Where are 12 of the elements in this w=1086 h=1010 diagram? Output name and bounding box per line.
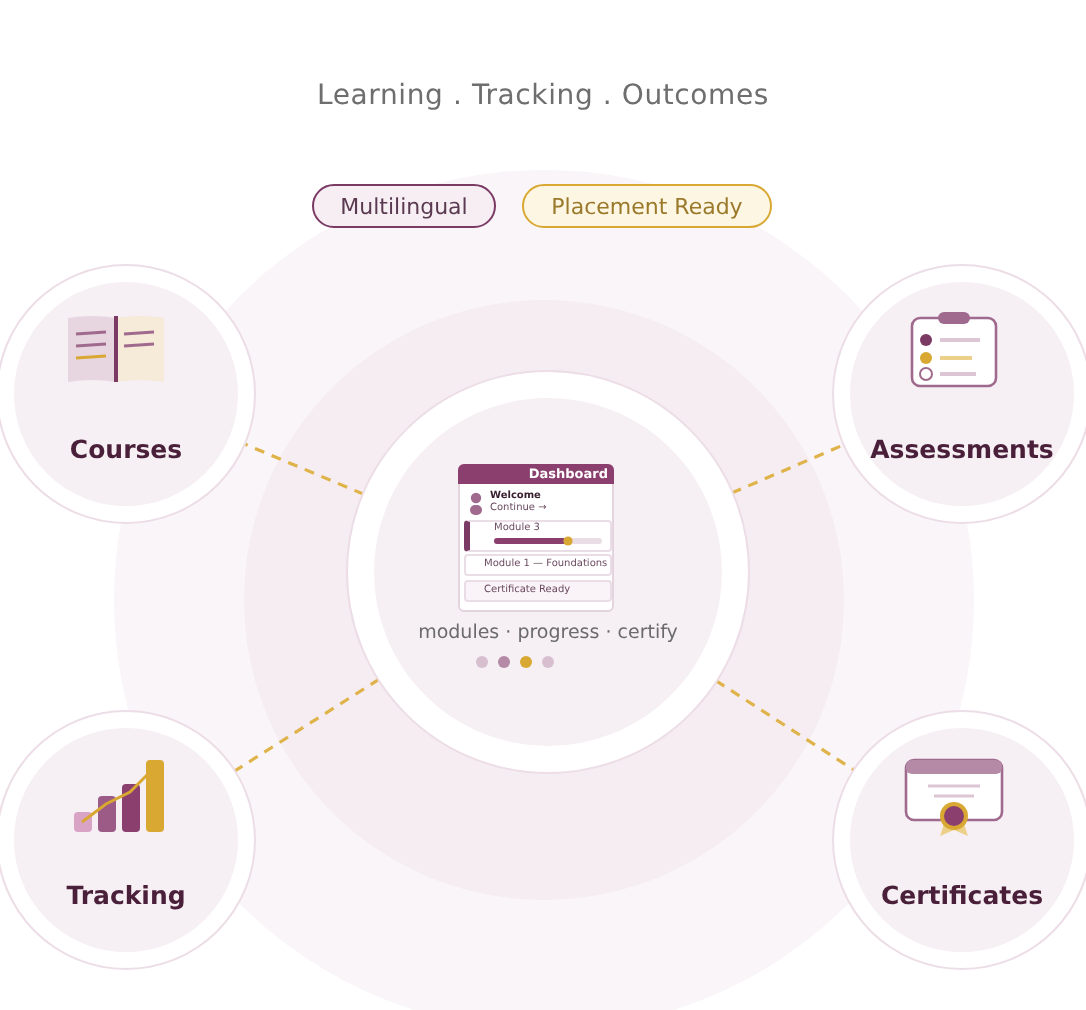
tag-pill: Placement Ready	[522, 184, 772, 228]
connector-line	[731, 443, 846, 495]
tag-pill: Multilingual	[312, 184, 496, 228]
feature-title: Certificates	[878, 880, 1046, 910]
feature-title: Courses	[67, 434, 185, 464]
connector-line	[243, 442, 365, 496]
subtitle: Learning . Tracking . Outcomes	[315, 80, 771, 112]
hub-caption: modules · progress · certify	[416, 622, 680, 644]
feature-title: Tracking	[64, 880, 188, 910]
feature-title: Assessments	[868, 434, 1056, 464]
connector-line	[715, 679, 856, 772]
connector-line	[233, 677, 381, 773]
